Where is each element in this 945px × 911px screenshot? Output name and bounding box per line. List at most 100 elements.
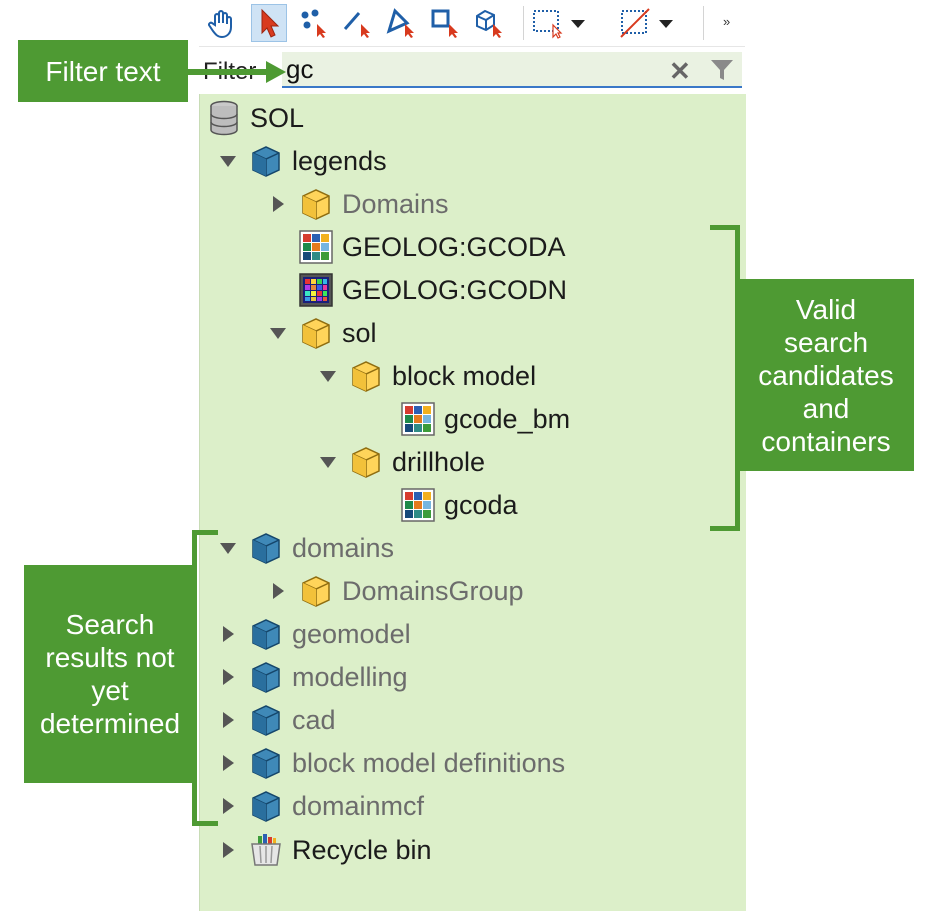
expanded-arrow-icon[interactable] [316,369,340,383]
expanded-arrow-icon[interactable] [266,326,290,340]
tree-node-label: legends [292,145,387,176]
tree-node-label: GEOLOG:GCODA [342,231,566,262]
tree-node-label: modelling [292,661,408,692]
tree-node-label: domainmcf [292,790,425,821]
tree-node-domains-group[interactable]: DomainsGroup [266,571,524,611]
tree-node-modelling[interactable]: modelling [216,657,408,697]
select-line-icon [343,12,370,38]
tree-node-domains-sub[interactable]: Domains [266,184,449,224]
filter-input[interactable] [282,52,742,88]
callout-line: containers [761,425,891,457]
valid-candidates-callout: Valid search candidates and containers [738,279,914,471]
selection-toolbar: » [199,0,745,47]
select-tool-button[interactable] [251,4,287,42]
blue-container-icon [248,616,284,652]
filter-text-arrow [186,61,286,83]
project-explorer-panel: » Filter ✕ SOL legends Domains [199,0,746,911]
line-select-dropdown-icon [620,8,673,38]
expanded-arrow-icon[interactable] [216,541,240,555]
collapsed-arrow-icon[interactable] [216,711,240,729]
callout-line: determined [39,708,181,739]
callout-line: candidates [758,359,894,391]
pan-hand-icon [208,10,232,39]
yellow-container-icon [348,358,384,394]
pan-tool-button[interactable] [203,4,239,42]
blue-container-icon [248,702,284,738]
select-rectangle-button[interactable] [427,4,463,42]
tree-node-block-model-definitions[interactable]: block model definitions [216,743,565,783]
blue-container-icon [248,659,284,695]
tree-node-label: domains [292,532,395,563]
line-select-dropdown[interactable] [619,4,679,42]
tree-node-label: geomodel [292,618,411,649]
tree-node-label: gcoda [444,489,518,520]
tree-node-geolog-gcodn[interactable]: GEOLOG:GCODN [298,270,567,310]
expanded-arrow-icon[interactable] [216,154,240,168]
legend-grid-icon [298,272,334,308]
rectangle-select-dropdown[interactable] [531,4,591,42]
tree-node-sol-root[interactable]: SOL [206,98,304,138]
collapsed-arrow-icon[interactable] [216,797,240,815]
legend-grid-icon [400,487,436,523]
select-points-icon [301,9,326,38]
collapsed-arrow-icon[interactable] [216,754,240,772]
toolbar-separator [523,6,524,40]
project-tree: SOL legends Domains GEOLOG:GCODA GEOLOG:… [199,94,746,911]
tree-node-label: SOL [250,102,305,133]
filter-text-callout: Filter text [18,40,188,102]
tree-node-sol[interactable]: sol [266,313,377,353]
tree-node-block-model[interactable]: block model [316,356,536,396]
filter-bar: Filter ✕ [199,50,745,92]
collapsed-arrow-icon[interactable] [266,195,290,213]
tree-node-label: GEOLOG:GCODN [342,274,568,305]
callout-line: search [783,326,869,358]
callout-line: Valid [795,293,857,325]
yellow-container-icon [298,186,334,222]
yellow-container-icon [298,315,334,351]
tree-node-label: gcode_bm [444,403,571,434]
tree-node-drillhole[interactable]: drillhole [316,442,485,482]
clear-filter-icon[interactable]: ✕ [669,56,691,86]
blue-container-icon [248,530,284,566]
expanded-arrow-icon[interactable] [316,455,340,469]
collapsed-arrow-icon[interactable] [216,668,240,686]
tree-node-label: block model [392,360,537,391]
tree-node-gcoda[interactable]: gcoda [400,485,518,525]
tree-node-domainmcf[interactable]: domainmcf [216,786,424,826]
toolbar-overflow-button[interactable]: » [723,14,731,29]
filter-funnel-icon[interactable] [709,57,735,88]
tree-node-gcode-bm[interactable]: gcode_bm [400,399,570,439]
tree-node-cad[interactable]: cad [216,700,336,740]
database-icon [206,100,242,136]
tree-node-recycle-bin[interactable]: Recycle bin [216,830,432,870]
tree-node-geomodel[interactable]: geomodel [216,614,411,654]
callout-line: yet [91,675,129,706]
select-polygon-icon [386,8,414,38]
select-rectangle-icon [431,9,458,38]
tree-node-label: cad [292,704,336,735]
recycle-bin-icon [248,832,284,868]
rectangle-select-dropdown-icon [533,10,585,39]
blue-container-icon [248,788,284,824]
select-solid-button[interactable] [471,4,507,42]
select-polygon-button[interactable] [383,4,419,42]
legend-grid-icon [298,229,334,265]
tree-node-geolog-gcoda[interactable]: GEOLOG:GCODA [298,227,566,267]
select-solid-icon [476,9,502,38]
legend-grid-icon [400,401,436,437]
blue-container-icon [248,143,284,179]
tree-node-label: drillhole [392,446,486,477]
select-line-button[interactable] [339,4,375,42]
collapsed-arrow-icon[interactable] [216,625,240,643]
tree-node-domains[interactable]: domains [216,528,394,568]
yellow-container-icon [298,573,334,609]
collapsed-arrow-icon[interactable] [216,841,240,859]
toolbar-separator [703,6,704,40]
callout-line: results not [45,642,175,673]
callout-line: and [802,392,850,424]
collapsed-arrow-icon[interactable] [266,582,290,600]
select-points-button[interactable] [295,4,331,42]
filter-text-callout-label: Filter text [45,55,161,87]
tree-node-legends[interactable]: legends [216,141,387,181]
tree-node-label: Recycle bin [292,834,432,865]
